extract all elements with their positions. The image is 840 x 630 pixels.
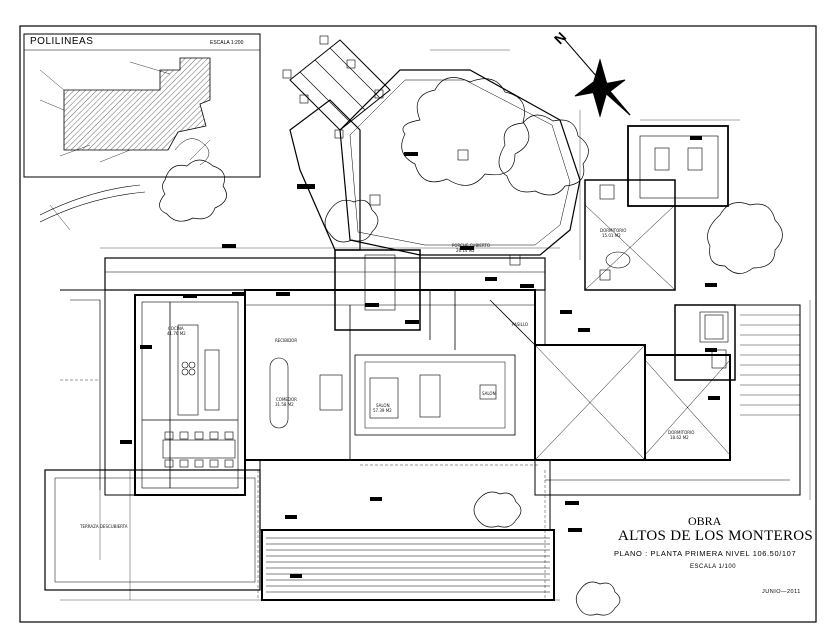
room-label-cocina: COCINA [168,326,184,331]
room-area-comedor: 31.58 M2 [275,402,294,407]
room-area-dormitorio-2: 15.01 M2 [602,233,621,238]
date-label: JUNIO—2011 [762,589,801,595]
walls [44,39,801,601]
room-label-porche: PORCHE CUBIERTO [452,243,490,248]
plano-line: PLANO : PLANTA PRIMERA NIVEL 106.50/107 [614,549,797,558]
inset-scale: ESCALA 1:200 [210,40,244,46]
furniture [162,147,727,468]
escala-label: ESCALA 1/100 [690,564,737,570]
room-area-dormitorio-1: 18.62 M2 [670,435,689,440]
room-label-recibidor: RECIBIDOR [275,338,298,343]
room-label-dormitorio-1: DORMITORIO [668,430,695,435]
room-area-porche: 26.14 M2 [456,248,475,253]
north-compass [564,39,631,118]
tree-symbols [159,77,783,616]
obra-label: OBRA [688,514,722,528]
room-area-salon: 57.39 M2 [373,408,392,413]
pool [266,537,550,593]
room-area-cocina: 41.76 M2 [167,331,186,336]
room-label-pasillo: PASILLO [512,322,529,327]
room-label-dormitorio-2: DORMITORIO [600,228,627,233]
room-label-comedor: COMEDOR [276,397,297,402]
dimension-lines [60,49,811,601]
project-name: ALTOS DE LOS MONTEROS [618,528,814,544]
inset-polilineas [23,33,261,178]
sheet-border [19,25,817,623]
room-label-salon: SALON [376,403,390,408]
room-label-salon-2: SALON [482,391,496,396]
room-label-terraza: TERRAZA DESCUBIERTA [80,524,128,529]
inset-title: POLILINEAS [30,36,94,47]
